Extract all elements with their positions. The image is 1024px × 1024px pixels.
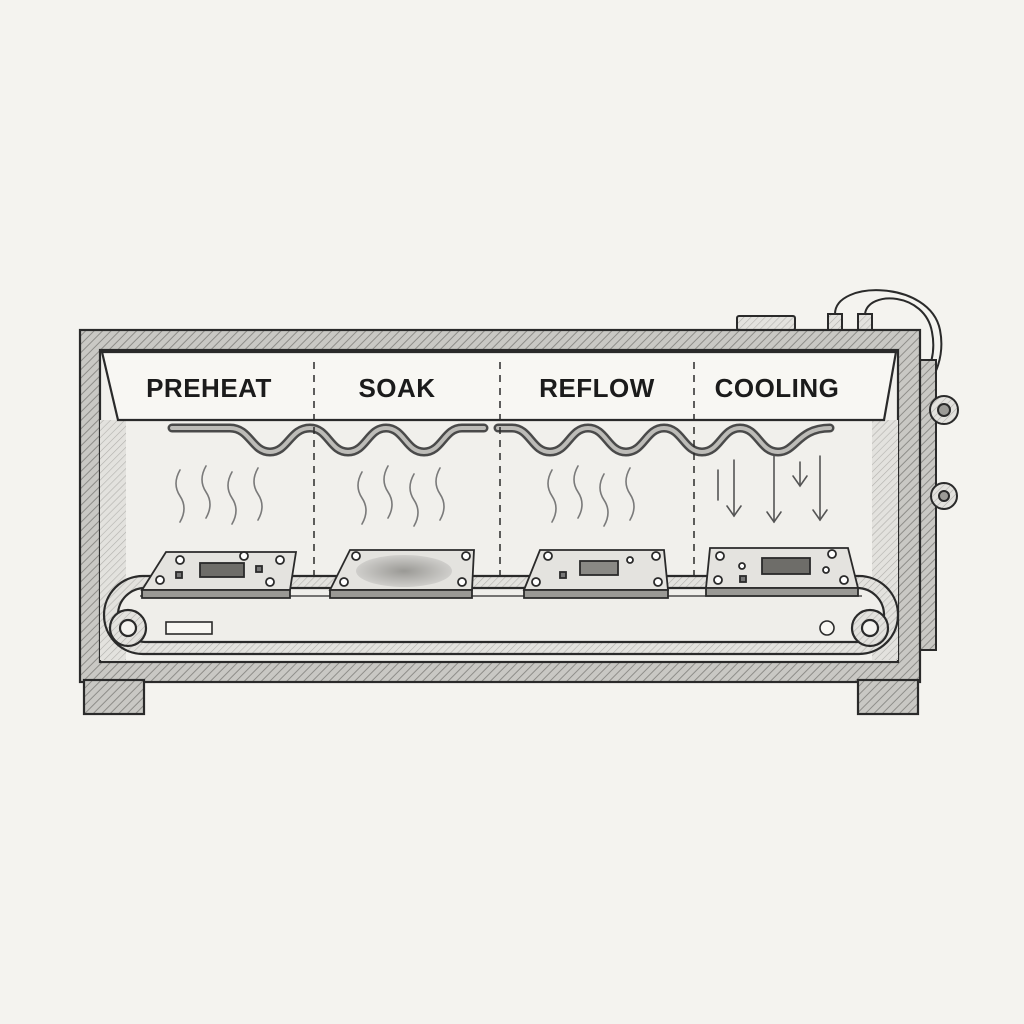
circuit-board-cooling xyxy=(705,547,860,597)
circuit-board-reflow xyxy=(522,549,669,599)
zone-label-hood xyxy=(100,350,898,422)
zone-label-soak: SOAK xyxy=(358,372,436,403)
zone-label-reflow: REFLOW xyxy=(539,372,655,403)
zone-label-cooling: COOLING xyxy=(714,372,840,403)
heat-waves xyxy=(175,465,635,527)
cooling-arrows xyxy=(717,455,828,524)
circuit-board-soak xyxy=(328,549,475,599)
zone-label-preheat: PREHEAT xyxy=(146,372,272,403)
circuit-board-preheat xyxy=(140,551,298,599)
